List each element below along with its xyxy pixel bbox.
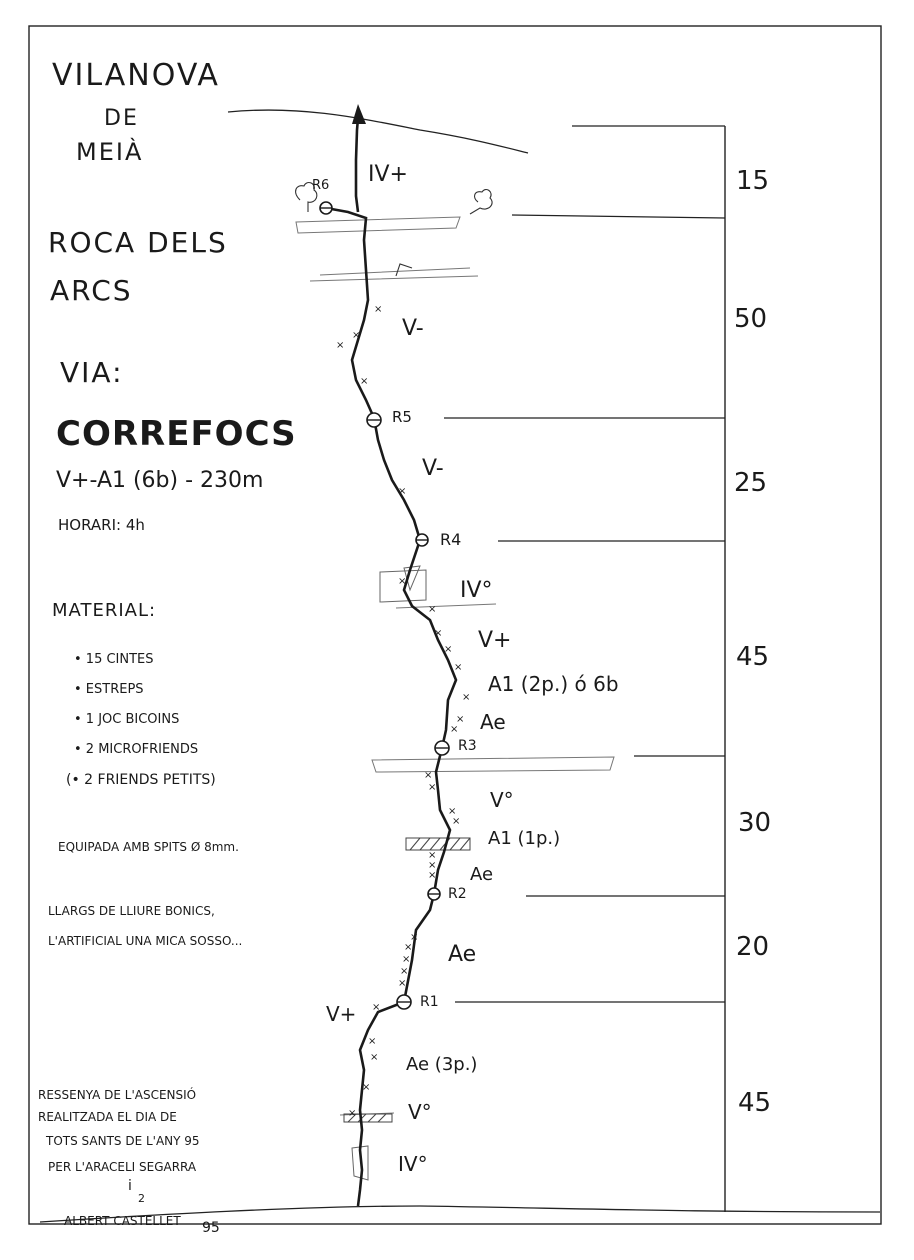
route-grade-summary: V+-A1 (6b) - 230m <box>56 468 264 493</box>
belay-label-r3: R3 <box>458 738 477 754</box>
pitch-length: 15 <box>736 166 770 196</box>
via-label: VIA: <box>60 356 124 389</box>
top-skyline <box>227 109 529 154</box>
grade-p7: IV+ <box>368 162 408 187</box>
svg-text:×: × <box>450 724 458 735</box>
material-item: • ESTREPS <box>74 682 144 697</box>
belay-label-r2: R2 <box>448 886 467 902</box>
grade-p3c: Ae <box>470 864 494 885</box>
comment-line2: L'ARTIFICIAL UNA MICA SOSSO... <box>48 934 243 948</box>
svg-text:×: × <box>410 932 418 943</box>
belay-label-r5: R5 <box>392 408 412 426</box>
grade-p6: V- <box>402 316 424 341</box>
svg-text:×: × <box>428 850 436 861</box>
climbing-route <box>325 117 458 1207</box>
pitch-length: 45 <box>736 642 770 672</box>
credit-line3: TOTS SANTS DE L'ANY 95 <box>46 1134 200 1148</box>
svg-text:×: × <box>452 816 460 827</box>
svg-text:×: × <box>428 782 436 793</box>
svg-text:×: × <box>448 806 456 817</box>
grade-p2: Ae <box>448 942 477 967</box>
svg-text:×: × <box>444 644 452 655</box>
material-item: (• 2 FRIENDS PETITS) <box>66 772 216 788</box>
crag-name-line2: ARCS <box>50 274 133 307</box>
credit-line5: i <box>128 1178 132 1194</box>
pitch-length: 30 <box>738 808 772 838</box>
svg-text:×: × <box>362 1082 370 1093</box>
grade-p4b: V+ <box>478 628 512 653</box>
svg-text:×: × <box>434 628 442 639</box>
r6-line <box>511 214 726 219</box>
svg-text:×: × <box>352 330 360 341</box>
pitch-length: 50 <box>734 304 768 334</box>
page-frame <box>28 25 882 1225</box>
credit-line2: REALITZADA EL DIA DE <box>38 1110 177 1124</box>
svg-text:×: × <box>368 1036 376 1047</box>
svg-text:×: × <box>462 692 470 703</box>
grade-p4a: IV° <box>460 578 493 603</box>
grade-p3a: V° <box>490 788 514 812</box>
pitch-length: 45 <box>738 1088 772 1118</box>
material-item: • 2 MICROFRIENDS <box>74 742 199 757</box>
grade-p1a: V+ <box>326 1002 357 1026</box>
grade-p5: V- <box>422 456 444 481</box>
svg-text:×: × <box>454 662 462 673</box>
material-title: MATERIAL: <box>52 600 157 621</box>
svg-text:×: × <box>360 376 368 387</box>
svg-text:×: × <box>428 604 436 615</box>
equipment-note: EQUIPADA AMB SPITS Ø 8mm. <box>58 840 239 854</box>
svg-text:×: × <box>456 714 464 725</box>
comment-line1: LLARGS DE LLIURE BONICS, <box>48 904 215 918</box>
crag-name-line1: ROCA DELS <box>48 226 228 259</box>
grade-p3b: A1 (1p.) <box>488 828 561 849</box>
trees <box>295 181 493 215</box>
ground-line <box>39 1205 881 1223</box>
ledges <box>295 216 615 1116</box>
material-item: • 1 JOC BICOINS <box>74 712 180 727</box>
svg-text:×: × <box>374 304 382 315</box>
credit-line5b: 2 <box>138 1192 145 1205</box>
roof-hatch <box>343 837 471 1123</box>
svg-text:×: × <box>372 1002 380 1013</box>
place-name-line2: DE <box>104 106 139 131</box>
svg-text:×: × <box>398 576 406 587</box>
grade-p1d: IV° <box>398 1152 428 1176</box>
grade-p1c: V° <box>408 1100 432 1124</box>
belay-label-r4: R4 <box>440 530 462 549</box>
svg-text:×: × <box>336 340 344 351</box>
belay-label-r6: R6 <box>312 178 330 193</box>
credit-line4: PER L'ARACELI SEGARRA <box>48 1160 197 1174</box>
flag-mark <box>395 263 413 277</box>
pitch-length: 25 <box>734 468 768 498</box>
route-schedule: HORARI: 4h <box>58 516 145 534</box>
svg-text:×: × <box>370 1052 378 1063</box>
svg-text:×: × <box>398 486 406 497</box>
pitch-length: 20 <box>736 932 770 962</box>
svg-text:×: × <box>404 942 412 953</box>
credit-line1: RESSENYA DE L'ASCENSIÓ <box>38 1088 197 1102</box>
svg-text:×: × <box>424 770 432 781</box>
route-exit-arrow <box>352 104 366 124</box>
svg-text:×: × <box>398 978 406 989</box>
material-item: • 15 CINTES <box>74 652 154 667</box>
route-name: CORREFOCS <box>56 414 297 454</box>
grade-p4d: Ae <box>480 710 506 734</box>
svg-text:×: × <box>428 860 436 871</box>
belay-label-r1: R1 <box>420 994 439 1010</box>
belay-bars <box>320 207 449 1003</box>
place-name-line3: MEIÀ <box>76 138 144 166</box>
credit-year: 95 <box>202 1220 220 1236</box>
grade-p4c: A1 (2p.) ó 6b <box>488 672 619 696</box>
svg-text:×: × <box>348 1108 356 1119</box>
svg-text:×: × <box>400 966 408 977</box>
svg-text:×: × <box>428 870 436 881</box>
place-name-line1: VILANOVA <box>52 58 220 93</box>
grade-p1b: Ae (3p.) <box>406 1054 478 1075</box>
bolt-marks: ××× ××× ××× ××× ××× ×× ××× ××× ×× ××× ×× <box>336 304 470 1119</box>
credit-line6: ALBERT CASTELLET <box>64 1214 181 1228</box>
svg-text:×: × <box>402 954 410 965</box>
